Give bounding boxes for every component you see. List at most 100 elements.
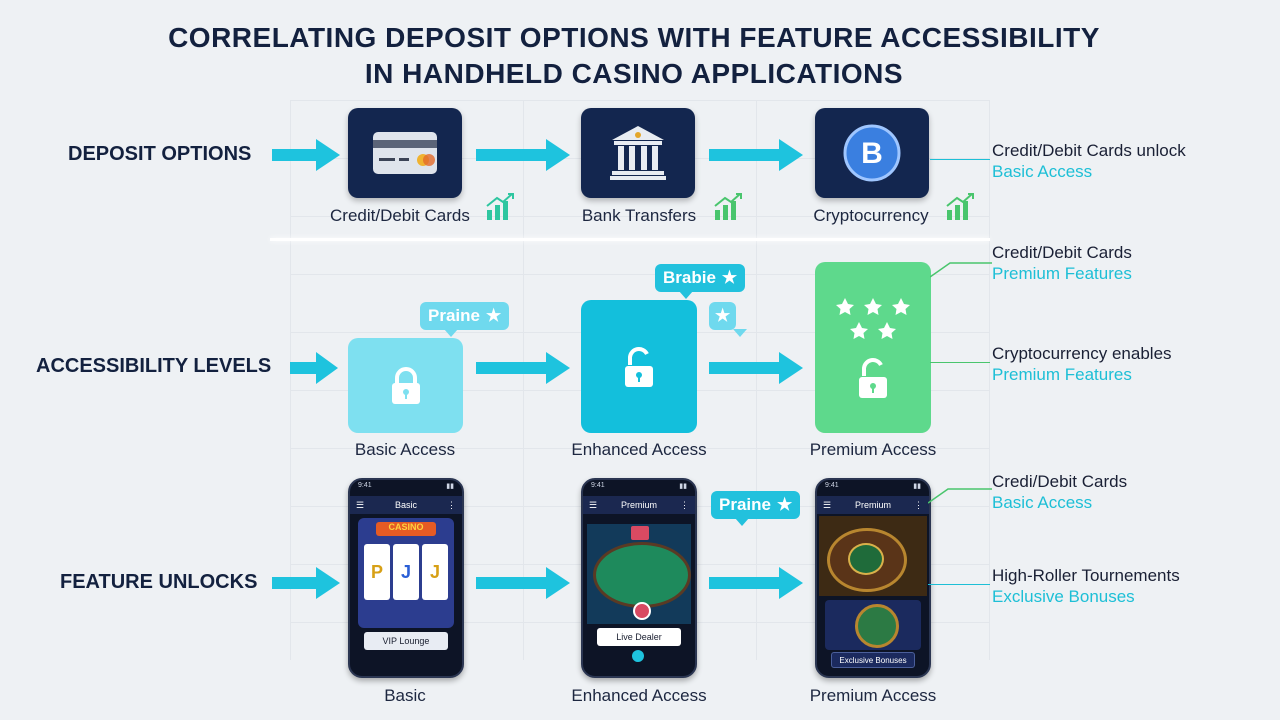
side-note-subtitle: Premium Features — [992, 264, 1132, 283]
home-indicator-icon[interactable] — [632, 650, 644, 662]
app-header: ☰ Basic ⋮ — [350, 496, 462, 514]
row-label-deposit: DEPOSIT OPTIONS — [68, 143, 252, 165]
more-icon[interactable]: ⋮ — [914, 499, 923, 510]
premium-access-tile — [815, 262, 931, 433]
star-icon: ★ — [485, 306, 502, 325]
title-line-1: CORRELATING DEPOSIT OPTIONS WITH FEATURE… — [168, 22, 1100, 53]
arrow-icon — [476, 139, 570, 171]
roulette-wheel-icon — [827, 528, 907, 592]
vip-lounge-button[interactable]: VIP Lounge — [364, 632, 448, 650]
basic-access-tile — [348, 338, 463, 433]
row-label-access: ACCESSIBILITY LEVELS — [36, 355, 272, 377]
live-table[interactable] — [587, 524, 691, 624]
side-note-subtitle: Premium Features — [992, 365, 1132, 384]
enhanced-access-tile — [581, 300, 697, 433]
connector-line — [930, 362, 990, 363]
slot-reels: P J J — [364, 544, 448, 600]
menu-icon[interactable]: ☰ — [823, 499, 832, 510]
growth-chart-icon — [486, 193, 514, 220]
status-bar: 9:41 ▮▮ — [817, 480, 929, 496]
slot-reel: P — [364, 544, 390, 600]
badge-bubble: Praine ★ — [420, 302, 510, 337]
crypto-tile: B — [815, 108, 929, 198]
row-label-features: FEATURE UNLOCKS — [60, 571, 258, 593]
slot-reel: J — [422, 544, 448, 600]
badge-label: Praine — [428, 306, 480, 325]
menu-icon[interactable]: ☰ — [589, 499, 598, 510]
caption-enhanced-access: Enhanced Access — [571, 440, 707, 459]
app-header-title: Premium — [620, 500, 657, 510]
unlock-icon — [625, 346, 653, 387]
growth-chart-icon — [714, 193, 742, 220]
signal-icon: ▮▮ — [679, 483, 687, 490]
credit-card-icon — [373, 132, 437, 174]
status-bar: 9:41 ▮▮ — [583, 480, 695, 496]
app-header: ☰ Premium ⋮ — [817, 496, 929, 514]
slot-machine[interactable]: CASINO P J J — [358, 518, 454, 628]
arrow-icon — [709, 139, 803, 171]
badge-label: Praine — [719, 495, 771, 514]
unlock-icon — [859, 357, 887, 398]
caption-bank-transfers: Bank Transfers — [581, 206, 697, 225]
bank-tile — [581, 108, 695, 198]
lock-icon — [391, 366, 420, 404]
caption-basic: Basic — [384, 686, 426, 705]
app-header-title: Basic — [394, 500, 417, 510]
arrow-icon — [272, 567, 340, 599]
status-time: 9:41 — [591, 482, 605, 489]
bitcoin-icon: B — [843, 124, 901, 182]
status-time: 9:41 — [358, 482, 372, 489]
signal-icon: ▮▮ — [446, 483, 454, 490]
caption-credit-debit: Credit/Debit Cards — [330, 206, 470, 225]
roulette-scene[interactable] — [819, 516, 927, 596]
chip-icon — [633, 602, 651, 620]
more-icon[interactable]: ⋮ — [447, 499, 456, 510]
roulette-card[interactable] — [825, 600, 921, 650]
side-note-subtitle: Basic Access — [992, 162, 1093, 181]
caption-basic-access: Basic Access — [354, 440, 456, 459]
stars-icon — [836, 297, 910, 339]
side-note-subtitle: Basic Access — [992, 493, 1093, 512]
arrow-icon — [476, 352, 570, 384]
star-badge: ★ — [709, 302, 748, 337]
side-note-title: Credi/Debit Cards — [992, 472, 1128, 491]
side-note-title: Credit/Debit Cards unlock — [992, 141, 1186, 160]
phone-enhanced: 9:41 ▮▮ ☰ Premium ⋮ Live Dealer — [581, 478, 697, 678]
roulette-wheel-icon — [855, 604, 899, 648]
badge-bubble: Brabie ★ — [655, 264, 746, 299]
arrow-icon — [476, 567, 570, 599]
arrow-icon — [709, 352, 803, 384]
exclusive-bonuses-button[interactable]: Exclusive Bonuses — [831, 652, 915, 668]
roulette-center — [848, 543, 884, 575]
badge-bubble: Praine★ — [711, 491, 801, 526]
poker-table-icon — [593, 542, 691, 608]
side-note-title: Credit/Debit Cards — [992, 243, 1132, 262]
more-icon[interactable]: ⋮ — [680, 499, 689, 510]
star-icon: ★ — [715, 306, 731, 325]
connector-line — [930, 262, 992, 278]
status-time: 9:41 — [825, 482, 839, 489]
arrow-icon — [709, 567, 803, 599]
phone-basic: 9:41 ▮▮ ☰ Basic ⋮ CASINO P J J VIP Lounge — [348, 478, 464, 678]
app-header-title: Premium — [854, 500, 891, 510]
badge-label: Brabie — [663, 268, 716, 287]
section-divider — [270, 238, 990, 241]
star-icon: ★ — [721, 268, 738, 287]
side-note-subtitle: Exclusive Bonuses — [992, 587, 1135, 606]
title-line-2: IN HANDHELD CASINO APPLICATIONS — [364, 58, 904, 89]
live-dealer-button[interactable]: Live Dealer — [597, 628, 681, 646]
menu-icon[interactable]: ☰ — [356, 499, 365, 510]
signal-icon: ▮▮ — [913, 483, 921, 490]
slot-reel: J — [393, 544, 419, 600]
phone-premium: 9:41 ▮▮ ☰ Premium ⋮ Exclusive Bonuses — [815, 478, 931, 678]
page-title: CORRELATING DEPOSIT OPTIONS WITH FEATURE… — [0, 20, 1268, 92]
bitcoin-symbol: B — [861, 137, 883, 170]
app-header: ☰ Premium ⋮ — [583, 496, 695, 514]
slot-machine-logo: CASINO — [376, 522, 436, 536]
connector-line — [928, 488, 992, 504]
